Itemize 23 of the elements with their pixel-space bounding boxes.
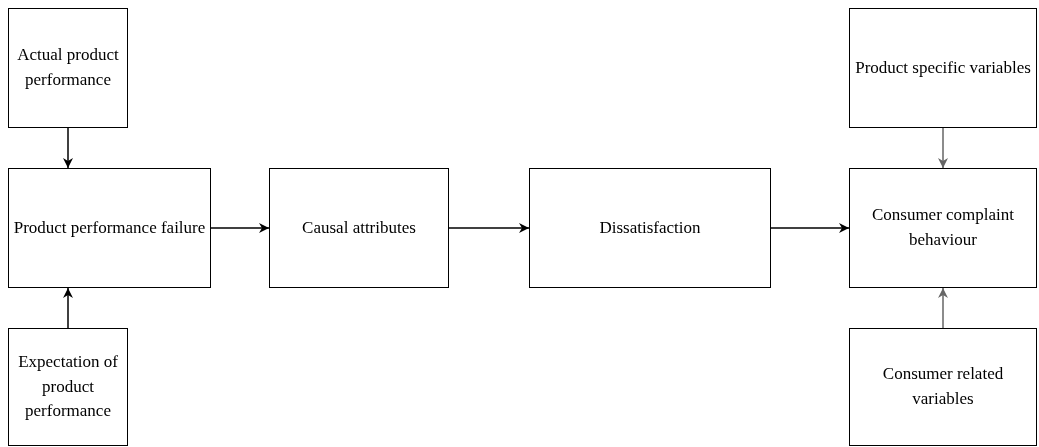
arrow	[770, 223, 850, 233]
process-box	[8, 168, 211, 288]
box-label: Product specific variables	[855, 56, 1031, 79]
process-box	[8, 8, 128, 128]
box-label: Causal attributes	[302, 216, 416, 239]
arrow	[448, 223, 530, 233]
box-label: Product performance failure	[13, 216, 206, 239]
arrow	[63, 287, 73, 329]
process-box	[849, 168, 1037, 288]
box-label: Actual product performance	[16, 44, 120, 91]
arrow	[938, 127, 948, 169]
arrow	[210, 223, 270, 233]
process-box	[529, 168, 771, 288]
process-box	[849, 328, 1037, 446]
process-box	[849, 8, 1037, 128]
arrow	[63, 127, 73, 169]
box-label: Expectation of product performance	[17, 351, 119, 423]
box-label: Dissatisfaction	[599, 216, 701, 239]
process-box	[8, 328, 128, 446]
box-label: Consumer related variables	[881, 363, 1005, 410]
process-box	[269, 168, 449, 288]
arrow	[938, 287, 948, 329]
box-label: Consumer complaint behaviour	[870, 204, 1016, 251]
